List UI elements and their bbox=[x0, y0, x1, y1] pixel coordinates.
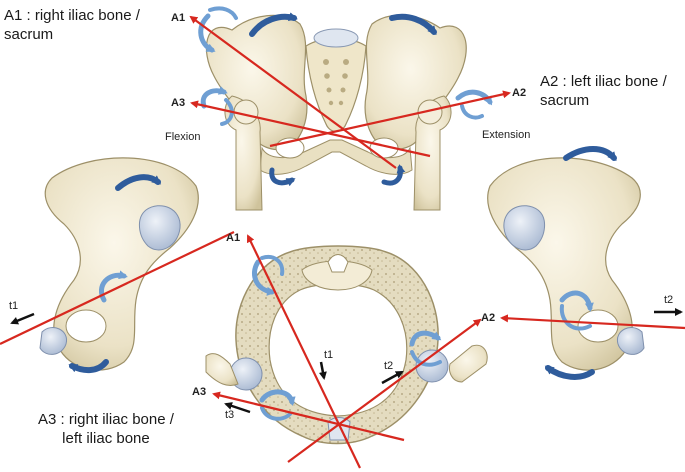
right-pubic-symphysis-face bbox=[39, 327, 68, 355]
rotation-arrow-top-a1-tail bbox=[208, 6, 238, 20]
right-iliac-wing bbox=[44, 157, 199, 371]
mid-axis-a1-label: A1 bbox=[226, 232, 241, 244]
right-obturator-foramen-lateral bbox=[65, 309, 107, 343]
caption-a1-line1: A1 : right iliac bone / bbox=[4, 7, 140, 24]
rotation-arrow-left-pubis-lateral bbox=[544, 365, 595, 380]
rotation-arrow-mid-a2-tail bbox=[410, 350, 442, 367]
pelvic-inlet bbox=[268, 283, 408, 417]
left-auricular-surface bbox=[503, 205, 545, 251]
sacral-promontory bbox=[313, 28, 359, 48]
pelvic-ring-superior-view bbox=[205, 245, 488, 445]
right-axis-a2-line bbox=[500, 314, 685, 330]
mid-axis-a2-line bbox=[287, 318, 482, 463]
rotation-arrow-left-a2-lateral-tail bbox=[559, 304, 592, 331]
top-axis-a3-line bbox=[190, 100, 431, 158]
rotation-arrow-mid-a3 bbox=[259, 389, 296, 406]
rotation-arrow-left-iliac-crest bbox=[563, 146, 617, 162]
pelvis-anterior-view bbox=[205, 14, 467, 211]
right-auricular-surface bbox=[139, 205, 181, 251]
mid-translation-t2-label: t2 bbox=[384, 360, 394, 372]
rotation-arrow-right-a1-lateral bbox=[99, 270, 128, 303]
rotation-arrow-right-pubis bbox=[269, 167, 296, 187]
right-figure-arrows bbox=[544, 146, 617, 380]
rotation-arrow-left-ilium bbox=[389, 13, 437, 36]
extension-label: Extension bbox=[482, 129, 531, 141]
left-pubic-symphysis-face bbox=[616, 327, 645, 355]
mid-translation-t1-label: t1 bbox=[324, 349, 334, 361]
rotation-arrow-top-a3-tail bbox=[220, 98, 234, 126]
caption-a3-line2: left iliac bone bbox=[62, 430, 150, 447]
right-iliac-bone-lateral bbox=[39, 157, 199, 371]
rotation-arrow-right-ilium bbox=[249, 12, 298, 37]
top-rotation-arrows bbox=[198, 6, 493, 187]
rotation-arrow-mid-a3-tail bbox=[260, 406, 292, 421]
left-translation-t1-arrow bbox=[10, 312, 35, 325]
left-axis-a1-line bbox=[0, 231, 235, 345]
rotation-arrow-mid-a1-tail bbox=[260, 255, 285, 276]
top-axis-a2-line bbox=[269, 90, 511, 148]
caption-a2-line2: sacrum bbox=[540, 92, 590, 109]
caption-a1-line2: sacrum bbox=[4, 26, 54, 43]
left-femoral-head bbox=[417, 99, 443, 125]
mid-axis-a2-label: A2 bbox=[481, 312, 496, 324]
rotation-arrow-top-a2-tail bbox=[460, 104, 484, 120]
mid-translation-t3-arrow bbox=[224, 402, 251, 414]
mid-translation-t3-label: t3 bbox=[225, 409, 235, 421]
middle-translation-arrows bbox=[224, 361, 404, 414]
mid-axis-a3-label: A3 bbox=[192, 386, 207, 398]
rotation-arrow-right-pubis-lateral bbox=[68, 359, 109, 374]
left-obturator-foramen-lateral bbox=[577, 309, 619, 343]
rotation-arrow-top-a2 bbox=[455, 89, 493, 106]
mid-translation-t1-arrow bbox=[318, 361, 327, 380]
caption-a2: A2 : left iliac bone / sacrum bbox=[540, 72, 667, 110]
top-axis-a1-label: A1 bbox=[171, 12, 186, 24]
top-axis-a2-label: A2 bbox=[512, 87, 527, 99]
rotation-arrow-right-iliac-crest bbox=[115, 174, 162, 191]
mid-axis-a3-line bbox=[212, 391, 405, 442]
caption-a3: A3 : right iliac bone / left iliac bone bbox=[38, 410, 174, 448]
top-axis-lines bbox=[189, 15, 511, 169]
left-figure-arrows bbox=[68, 174, 162, 374]
rotation-arrow-mid-a1 bbox=[252, 259, 276, 296]
rotation-arrow-left-pubis bbox=[381, 164, 406, 186]
caption-a1: A1 : right iliac bone / sacrum bbox=[4, 6, 140, 44]
middle-axis-lines bbox=[212, 234, 482, 469]
rotation-arrow-top-a3 bbox=[200, 86, 228, 109]
left-iliac-bone-lateral bbox=[487, 157, 645, 371]
sacral-foramina bbox=[323, 59, 349, 106]
mid-translation-t2-arrow bbox=[381, 370, 404, 385]
left-translation-t1-label: t1 bbox=[9, 300, 19, 312]
middle-rotation-arrows bbox=[252, 255, 442, 421]
left-femoral-neck-top bbox=[449, 344, 488, 383]
flexion-label: Flexion bbox=[165, 131, 201, 143]
sacrum-shape bbox=[305, 37, 367, 133]
top-axis-a1-line bbox=[189, 15, 397, 169]
caption-a3-line1: A3 : right iliac bone / bbox=[38, 411, 174, 428]
sacral-canal bbox=[327, 254, 349, 273]
rotation-arrow-mid-a2 bbox=[409, 330, 442, 347]
rotation-arrow-left-a2-lateral bbox=[559, 290, 594, 312]
right-femoral-head bbox=[233, 99, 259, 125]
rotation-arrow-top-a1 bbox=[198, 13, 216, 53]
top-axis-a3-label: A3 bbox=[171, 97, 186, 109]
right-translation-t2-label: t2 bbox=[664, 294, 674, 306]
caption-a2-line1: A2 : left iliac bone / bbox=[540, 73, 667, 90]
mid-axis-a1-line bbox=[247, 234, 361, 469]
right-femoral-neck-top bbox=[205, 353, 239, 386]
